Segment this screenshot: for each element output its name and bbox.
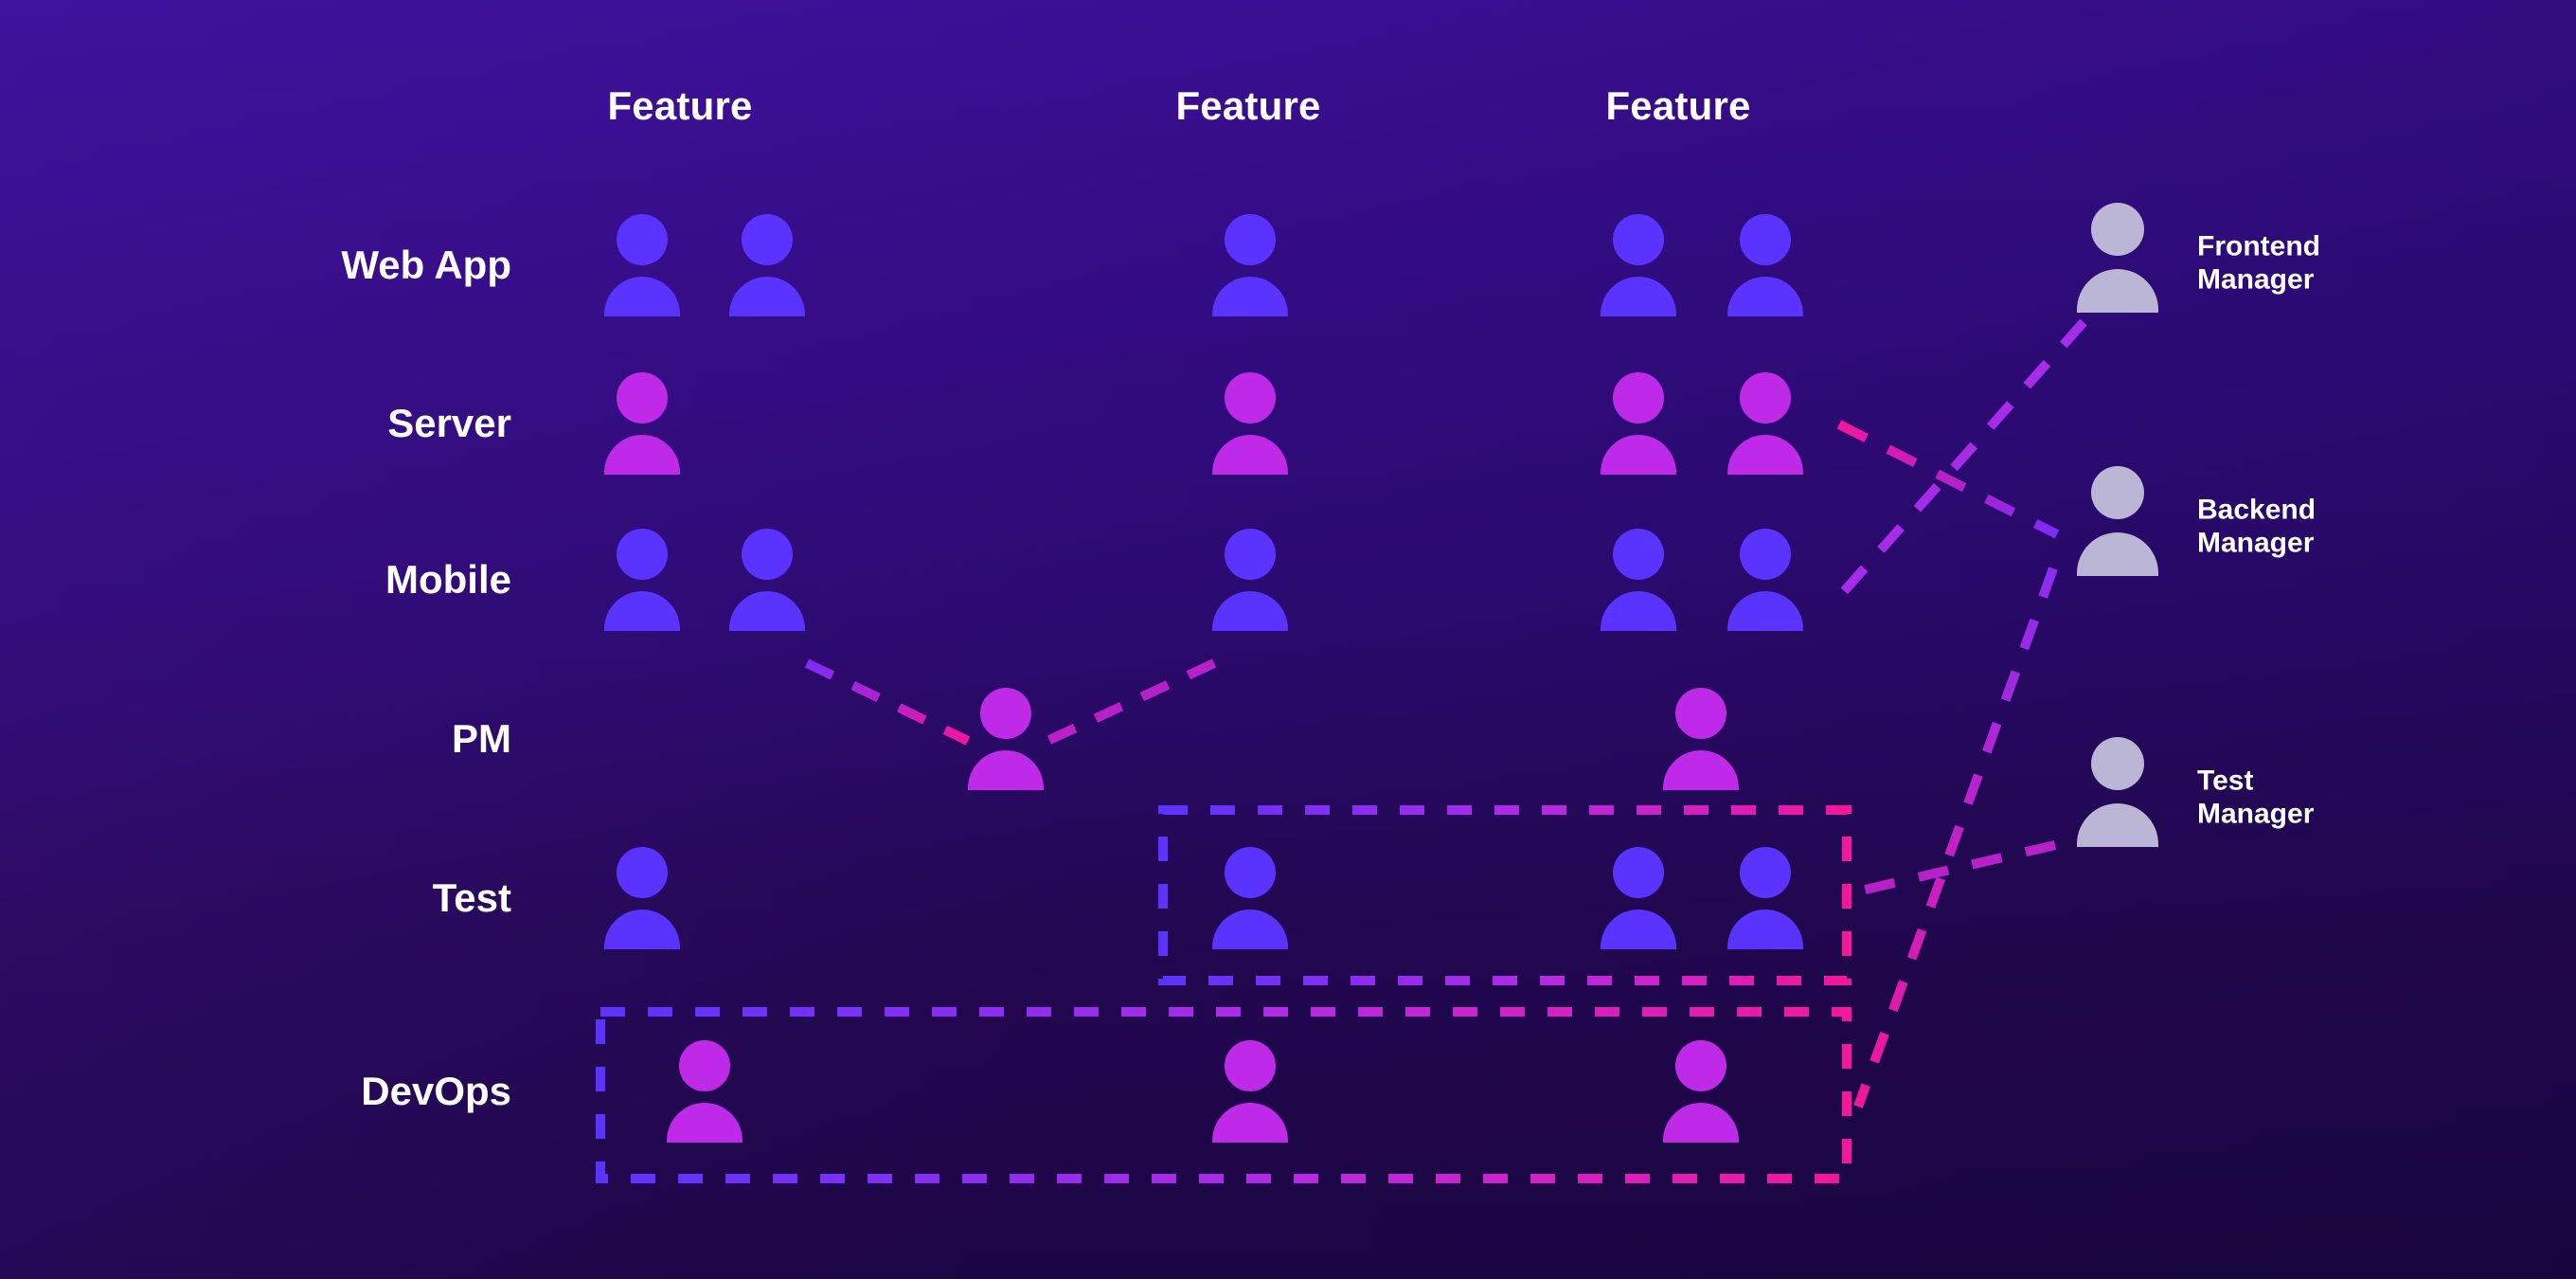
manager-head xyxy=(2091,737,2144,790)
person-head xyxy=(1740,214,1791,265)
manager-label-backend: Backend Manager xyxy=(2197,494,2317,559)
person-head xyxy=(617,529,668,580)
person-body xyxy=(1212,435,1288,475)
person-icon[interactable] xyxy=(1727,214,1803,316)
manager-head xyxy=(2091,466,2144,519)
manager-body xyxy=(2077,803,2158,847)
row-label-test: Test xyxy=(432,875,511,920)
manager-body xyxy=(2077,532,2158,576)
row-label-devops: DevOps xyxy=(361,1069,511,1113)
person-head xyxy=(617,372,668,423)
person-head xyxy=(1740,847,1791,898)
column-header-feature-1: Feature xyxy=(607,83,753,128)
person-head xyxy=(1675,1040,1726,1091)
manager-label-test: Test Manager xyxy=(2197,765,2315,830)
connector-test-manager-to-test-box xyxy=(1843,840,2057,899)
person-head xyxy=(1225,214,1276,265)
person-body xyxy=(1601,435,1676,475)
person-body xyxy=(1212,277,1288,316)
person-body xyxy=(1212,910,1288,949)
person-icon[interactable] xyxy=(1727,529,1803,631)
person-icon[interactable] xyxy=(1727,847,1803,949)
person-head xyxy=(1613,214,1664,265)
person-body xyxy=(729,277,805,316)
person-head xyxy=(1740,372,1791,423)
person-icon[interactable] xyxy=(604,847,680,949)
row-label-pm: PM xyxy=(452,716,511,761)
manager-icon-test[interactable] xyxy=(2077,737,2158,847)
person-head xyxy=(617,847,668,898)
person-icon[interactable] xyxy=(1212,847,1288,949)
person-body xyxy=(667,1103,742,1143)
connector-mobile-f2-to-pm xyxy=(1045,658,1217,746)
connector-frontend-manager-to-mobile xyxy=(1834,318,2087,603)
person-icon[interactable] xyxy=(1601,529,1676,631)
person-body xyxy=(1212,591,1288,631)
column-header-feature-2: Feature xyxy=(1175,83,1321,128)
person-icon[interactable] xyxy=(1212,214,1288,316)
person-body xyxy=(1727,591,1803,631)
person-body xyxy=(604,277,680,316)
person-body xyxy=(604,435,680,475)
person-body xyxy=(1601,591,1676,631)
connector-backend-manager-to-devops-box xyxy=(1853,567,2058,1108)
person-body xyxy=(1212,1103,1288,1143)
person-icon[interactable] xyxy=(1212,1040,1288,1143)
person-body xyxy=(604,591,680,631)
person-body xyxy=(604,910,680,949)
person-head xyxy=(1225,847,1276,898)
person-body xyxy=(968,750,1044,790)
manager-head xyxy=(2091,203,2144,256)
person-head xyxy=(1613,372,1664,423)
person-icon[interactable] xyxy=(1212,529,1288,631)
person-body xyxy=(729,591,805,631)
person-icon[interactable] xyxy=(604,372,680,475)
row-label-mobile: Mobile xyxy=(385,557,511,602)
person-icon[interactable] xyxy=(1663,1040,1739,1143)
person-icon[interactable] xyxy=(1601,847,1676,949)
test-group-box xyxy=(1158,805,1852,985)
person-head xyxy=(742,529,793,580)
person-head xyxy=(617,214,668,265)
person-icon[interactable] xyxy=(968,688,1044,790)
person-head xyxy=(1225,1040,1276,1091)
person-body xyxy=(1663,1103,1739,1143)
connector-server-to-backend-manager xyxy=(1836,420,2060,539)
person-icon[interactable] xyxy=(667,1040,742,1143)
person-head xyxy=(1675,688,1726,739)
person-body xyxy=(1727,910,1803,949)
person-head xyxy=(1613,847,1664,898)
person-icon[interactable] xyxy=(729,529,805,631)
person-icon[interactable] xyxy=(604,529,680,631)
person-head xyxy=(742,214,793,265)
person-icon[interactable] xyxy=(1663,688,1739,790)
person-icon[interactable] xyxy=(1212,372,1288,475)
person-body xyxy=(1601,910,1676,949)
column-header-feature-3: Feature xyxy=(1605,83,1751,128)
manager-icon-frontend[interactable] xyxy=(2077,203,2158,313)
person-body xyxy=(1663,750,1739,790)
person-head xyxy=(980,688,1031,739)
person-head xyxy=(1225,372,1276,423)
manager-body xyxy=(2077,269,2158,313)
manager-icon-backend[interactable] xyxy=(2077,466,2158,576)
connector-mobile-f1-to-pm xyxy=(804,658,971,746)
person-head xyxy=(1613,529,1664,580)
row-label-server: Server xyxy=(387,401,511,445)
row-label-web-app: Web App xyxy=(341,243,511,287)
person-head xyxy=(1740,529,1791,580)
person-head xyxy=(679,1040,730,1091)
person-icon[interactable] xyxy=(604,214,680,316)
person-icon[interactable] xyxy=(1727,372,1803,475)
manager-label-frontend: Frontend Manager xyxy=(2197,230,2320,296)
person-body xyxy=(1601,277,1676,316)
person-icon[interactable] xyxy=(729,214,805,316)
person-body xyxy=(1727,277,1803,316)
person-head xyxy=(1225,529,1276,580)
person-body xyxy=(1727,435,1803,475)
devops-group-box xyxy=(596,1007,1852,1183)
person-icon[interactable] xyxy=(1601,372,1676,475)
person-icon[interactable] xyxy=(1601,214,1676,316)
